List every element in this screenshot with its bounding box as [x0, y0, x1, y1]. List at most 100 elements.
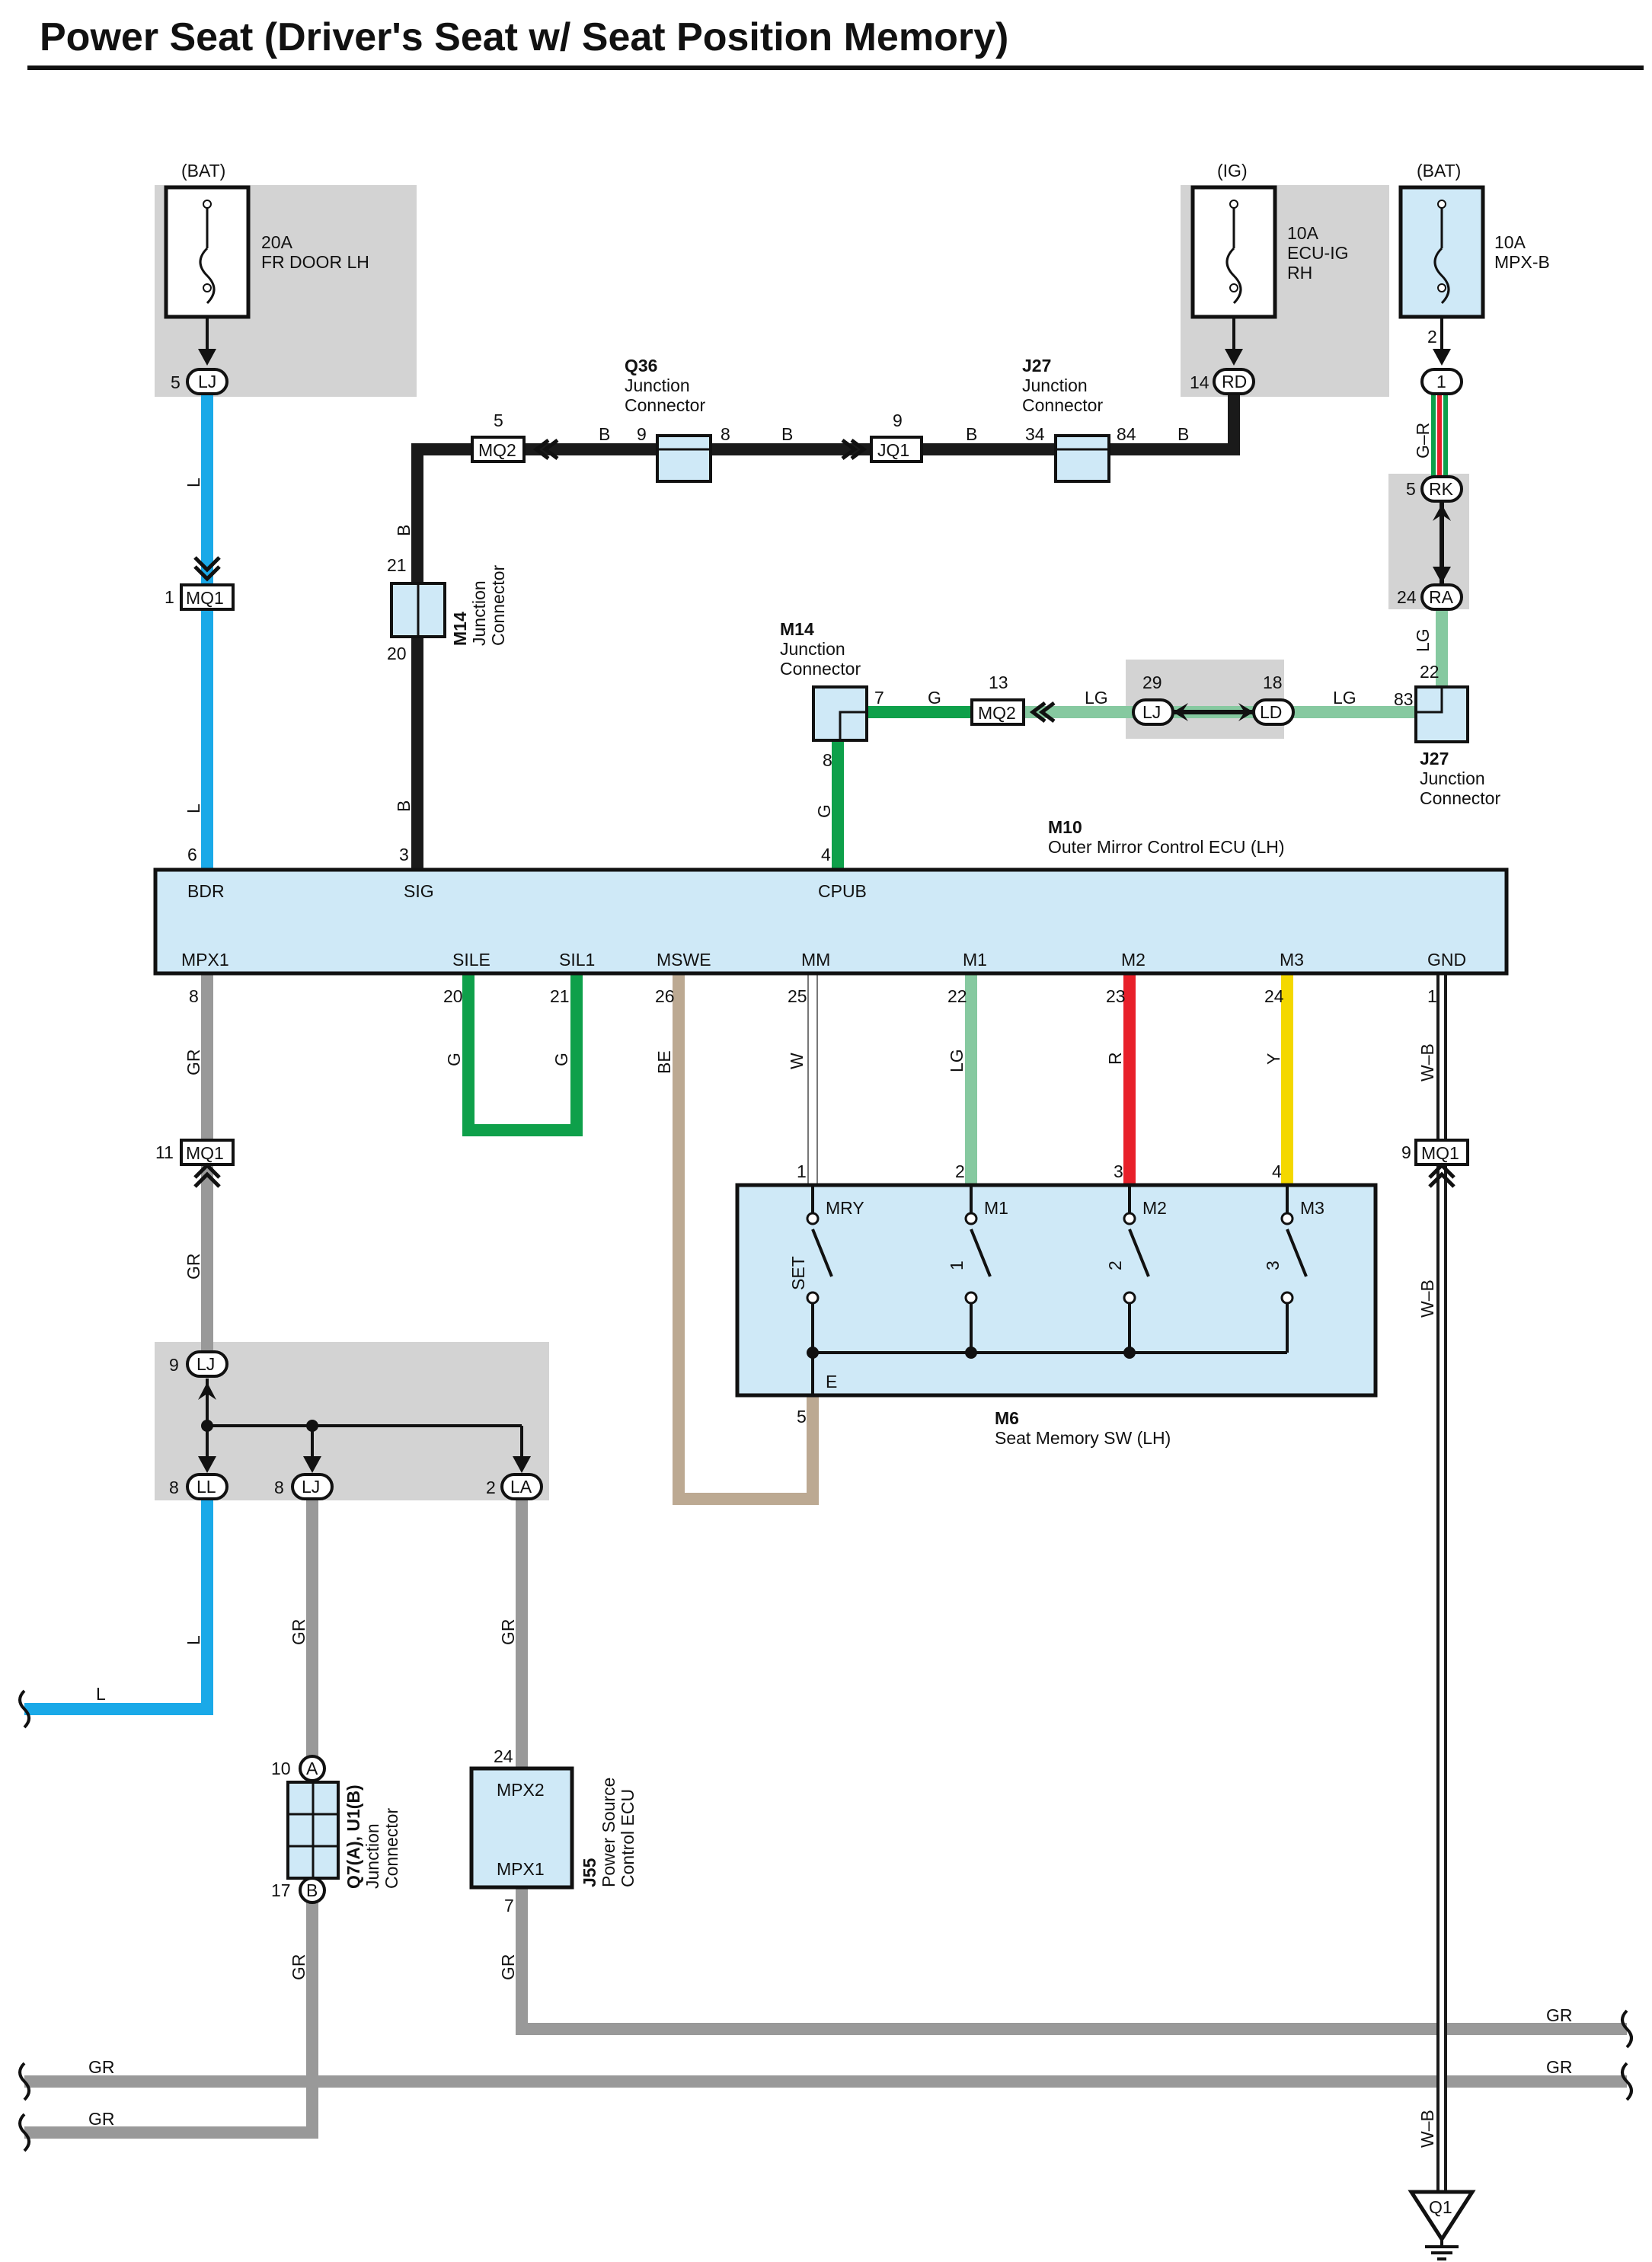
junction-j27-top — [1054, 434, 1110, 483]
sw-label-3: 3 — [1263, 1260, 1283, 1270]
ecu-pin-cpub: CPUB — [818, 881, 867, 901]
wire-label-l-3: L — [184, 1635, 203, 1645]
m14-left-id: M14 — [450, 612, 470, 646]
title-underline — [27, 65, 1644, 70]
q7-badge-b — [299, 1877, 326, 1904]
wire-label-g-sil1: G — [551, 1053, 571, 1066]
q7-pin-b: 17 — [271, 1880, 291, 1900]
q7-line2: Connector — [382, 1808, 401, 1889]
ecu-pin-mm: MM — [801, 950, 830, 970]
fuse-mpx-b — [1398, 185, 1485, 366]
sw-label-1: 1 — [947, 1260, 967, 1270]
wire-label-lg-right: LG — [1413, 628, 1433, 652]
m14-left-line2: Connector — [488, 565, 508, 646]
ecu-pin-gnd: GND — [1427, 950, 1466, 970]
fuse-left-name: FR DOOR LH — [261, 252, 369, 272]
conn-mq1-wb-pin: 9 — [1401, 1142, 1411, 1162]
chevron-mq1-wb — [1428, 1162, 1455, 1188]
wire-b — [411, 385, 1240, 870]
conn-mq2-mid — [970, 698, 1025, 726]
j55-label-top: MPX2 — [497, 1780, 545, 1800]
ecu-name: Outer Mirror Control ECU (LH) — [1048, 837, 1285, 857]
j27-top-line1: Junction — [1022, 375, 1088, 395]
m14-mid-pin-right: 7 — [874, 688, 884, 708]
conn-la-pin: 2 — [486, 1478, 496, 1497]
j27-top-id: J27 — [1022, 356, 1051, 375]
ecu-pin-mpx1-num: 8 — [189, 986, 199, 1006]
conn-mq1-gr-label: MQ1 — [186, 1143, 224, 1163]
conn-rk-pin: 5 — [1406, 479, 1416, 499]
j55-pin-top: 24 — [494, 1746, 513, 1766]
ecu-pin-mswe-num: 26 — [655, 986, 675, 1006]
j55-pin-bottom: 7 — [504, 1896, 514, 1915]
ground-label: Q1 — [1429, 2197, 1452, 2217]
fuse-ecu-ig-rh — [1190, 185, 1277, 366]
wire-label-gr-4: GR — [498, 1619, 518, 1646]
conn-mq2-top — [471, 436, 526, 463]
wire-label-gr-5: GR — [289, 1954, 308, 1981]
wire-gr-q7 — [24, 1896, 318, 2139]
ecu-pin-cpub-num: 4 — [821, 845, 831, 864]
conn-jq1-label: JQ1 — [877, 440, 909, 460]
wire-label-w-b-2: W–B — [1417, 1280, 1437, 1318]
conn-lj-split-label: LJ — [197, 1354, 215, 1374]
arrow-splice-3 — [513, 1456, 531, 1473]
sw-label-mry: MRY — [826, 1198, 864, 1218]
chevron-mq2-mid — [1029, 701, 1056, 723]
break-mark-gr-1 — [18, 2062, 30, 2101]
break-mark-gr-4 — [1621, 2062, 1633, 2101]
sw-label-e: E — [826, 1372, 837, 1391]
m14-mid-line — [839, 711, 867, 740]
ecu-pin-m1: M1 — [963, 950, 987, 970]
ecu-pin-sig-num: 3 — [399, 845, 409, 864]
wire-label-b-1: B — [599, 424, 610, 444]
conn-oval-lj-top — [186, 368, 228, 395]
sw-label-m2: M2 — [1142, 1198, 1167, 1218]
q36-line1: Junction — [625, 375, 690, 395]
sw-pin-1-num: 1 — [797, 1161, 807, 1181]
conn-mq1-wb-label: MQ1 — [1421, 1143, 1459, 1163]
j27-right-id: J27 — [1420, 749, 1449, 768]
q36-id: Q36 — [625, 356, 657, 375]
j27-right-line1: Junction — [1420, 768, 1485, 788]
q7-id: Q7(A), U1(B) — [344, 1784, 363, 1889]
arrow-rk-up — [1433, 504, 1451, 521]
q7-pin-a: 10 — [271, 1759, 291, 1778]
conn-rk-label: RK — [1429, 479, 1454, 499]
j27-right-line2: Connector — [1420, 788, 1500, 808]
wire-label-g-2: G — [814, 804, 834, 818]
sw-pin-4-num: 4 — [1272, 1161, 1282, 1181]
j55-label-bottom: MPX1 — [497, 1859, 545, 1879]
conn-1-pin: 2 — [1427, 327, 1437, 347]
q7-grid — [288, 1782, 338, 1878]
ecu-pin-mm-num: 25 — [788, 986, 807, 1006]
m14-mid-pin-bottom: 8 — [823, 750, 832, 770]
sw-label-set: SET — [788, 1256, 808, 1290]
seat-memory-internals — [811, 1185, 1308, 1395]
sw-pin-2-num: 2 — [955, 1161, 965, 1181]
wire-label-lg-1: LG — [1333, 688, 1356, 708]
ecu-pin-m1-num: 22 — [947, 986, 967, 1006]
conn-ld-pin: 18 — [1263, 673, 1283, 692]
q36-pin-out: 8 — [721, 424, 730, 444]
ecu-pin-m3-num: 24 — [1264, 986, 1284, 1006]
j55-id: J55 — [580, 1858, 599, 1887]
fuse-ig-source: (IG) — [1217, 161, 1248, 181]
conn-rd-pin: 14 — [1190, 372, 1209, 392]
j55-line2: Control ECU — [618, 1789, 637, 1887]
wire-label-b-6: B — [394, 800, 414, 812]
conn-lj-top-pin: 5 — [171, 372, 181, 392]
wire-label-l-1: L — [184, 478, 203, 487]
m14-left-line1: Junction — [469, 580, 489, 646]
conn-jq1 — [870, 436, 923, 463]
conn-mq1-left-label: MQ1 — [186, 588, 224, 608]
wire-g-loop — [462, 975, 583, 1136]
j27-right-pin-left: 83 — [1394, 689, 1414, 709]
conn-ra-pin: 24 — [1397, 587, 1417, 607]
junction-dot-3 — [1123, 1347, 1136, 1359]
wire-label-g-sile: G — [444, 1053, 464, 1066]
ground-triangle — [1408, 2190, 1476, 2243]
power-source-ecu — [469, 1766, 574, 1890]
conn-lj-split-pin: 9 — [169, 1355, 179, 1375]
ecu-id: M10 — [1048, 817, 1082, 837]
